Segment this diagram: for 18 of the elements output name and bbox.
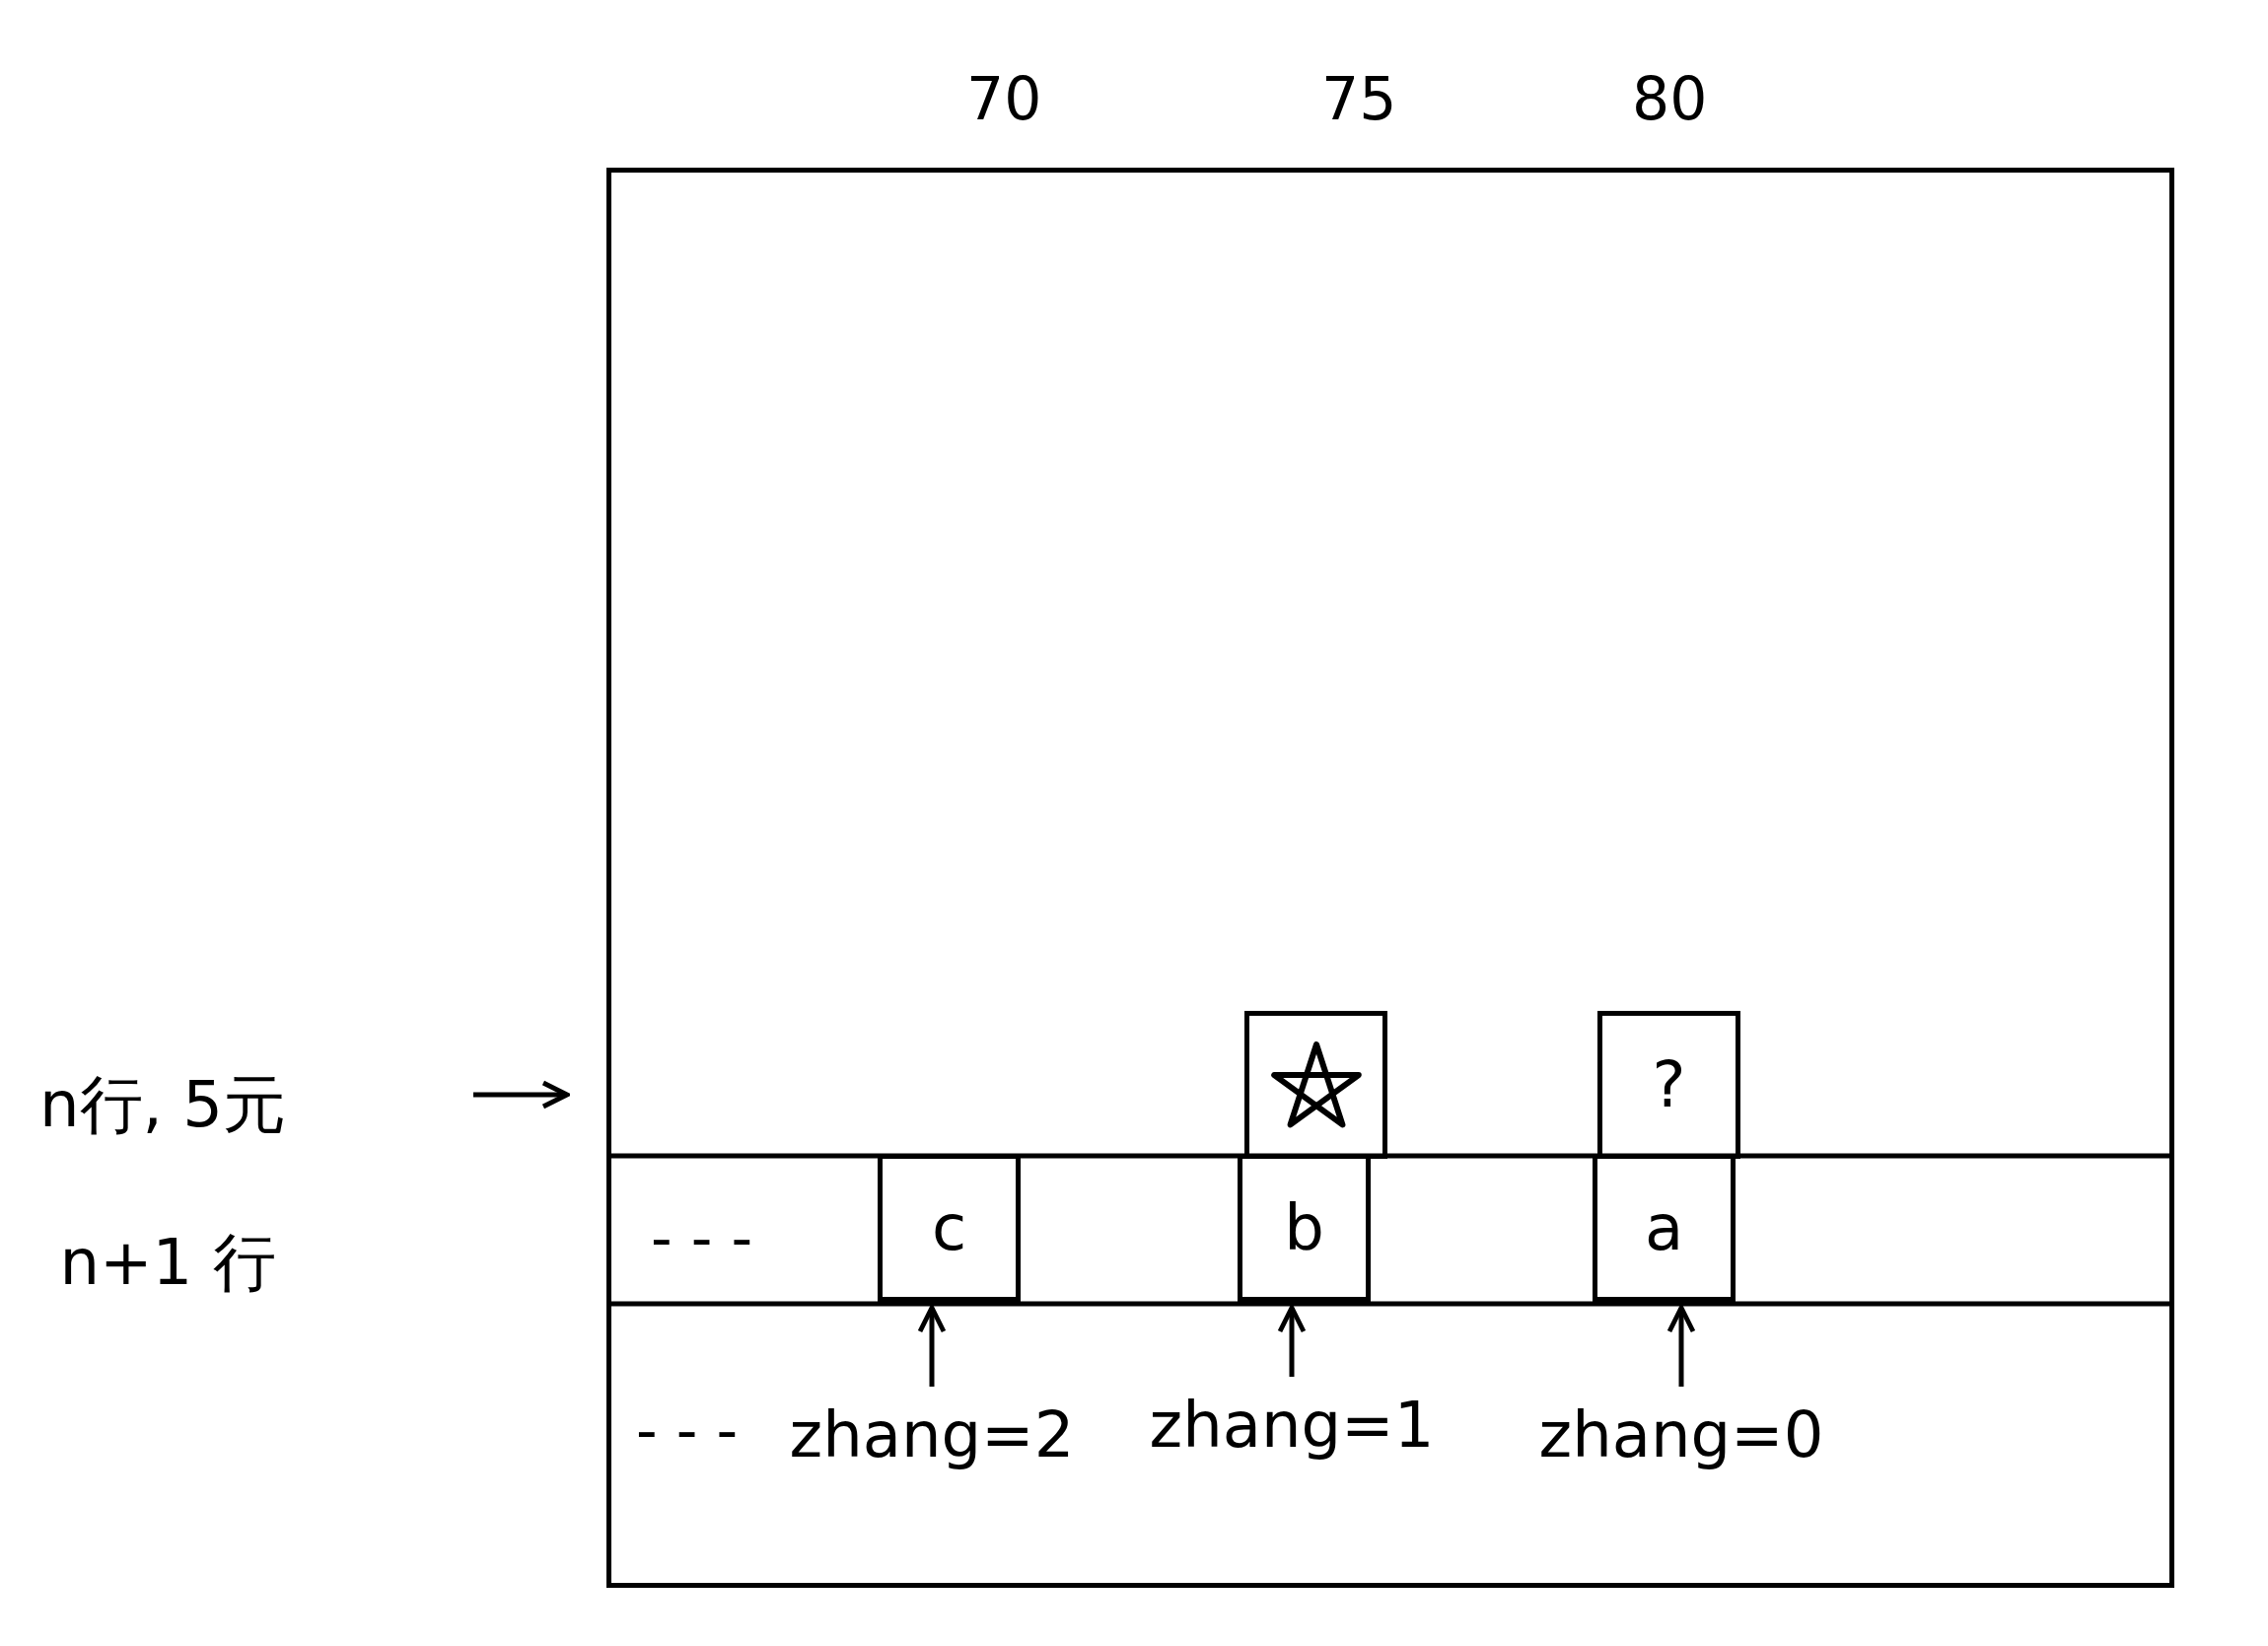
cell-letter: a: [1644, 1196, 1684, 1259]
arrow: [917, 1305, 947, 1387]
arrow: [1666, 1305, 1696, 1387]
frame: [606, 168, 2174, 1588]
cell-letter: c: [931, 1196, 967, 1259]
handwritten-note: n+1 行: [59, 1231, 276, 1294]
handwritten-note: n行, 5元: [39, 1073, 286, 1136]
arrow: [473, 1080, 570, 1109]
cell-letter: ?: [1652, 1053, 1686, 1116]
cell: [1244, 1011, 1387, 1159]
column-number: 70: [966, 69, 1042, 128]
ellipsis-text: - - -: [651, 1208, 753, 1267]
column-number: 80: [1632, 69, 1708, 128]
cell: [1597, 1011, 1740, 1159]
arrow: [1277, 1305, 1307, 1377]
column-number: 75: [1321, 69, 1397, 128]
ellipsis-text: - - -: [636, 1400, 739, 1460]
cell-letter: b: [1284, 1196, 1324, 1259]
